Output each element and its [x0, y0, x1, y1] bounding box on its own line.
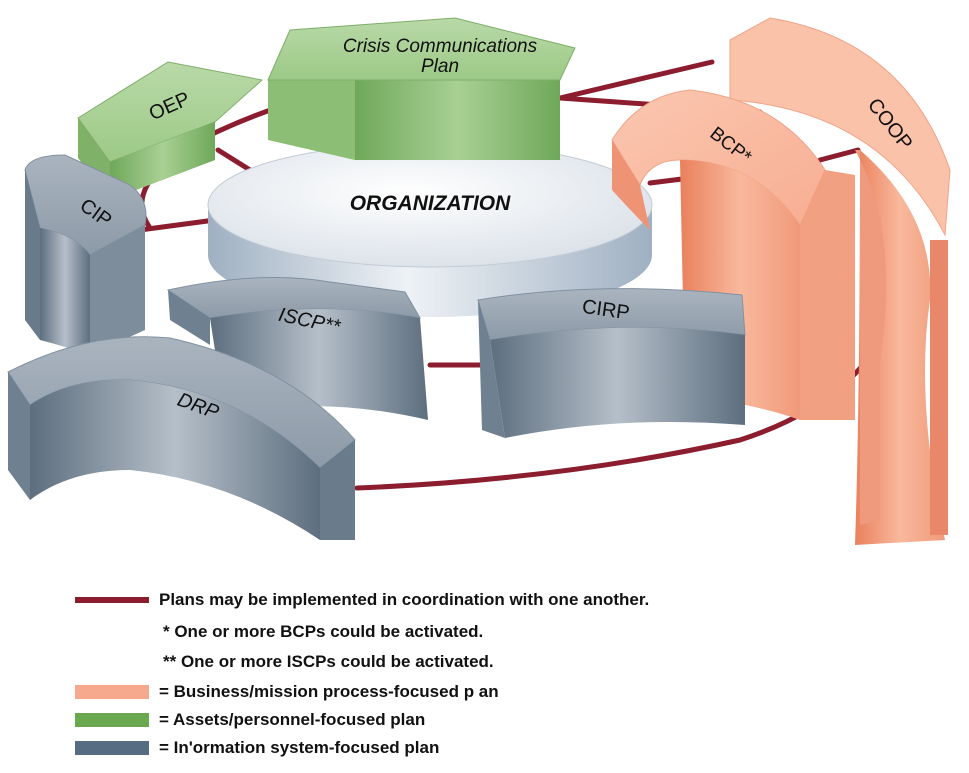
organization-cylinder [207, 142, 653, 317]
coop-segment [729, 17, 951, 545]
legend-note-iscp: ** One or more ISCPs could be activated. [163, 652, 494, 671]
connector-cip-center [137, 217, 218, 233]
crisis-communications-segment [267, 17, 576, 160]
legend-business-text: = Business/mission process-focused p an [159, 682, 499, 701]
legend-coordination-text: Plans may be implemented in coordination… [159, 590, 650, 609]
legend-info-row: = In'ormation system-focused plan [75, 736, 439, 760]
legend-connector-line [75, 597, 149, 603]
legend-business-swatch [75, 685, 149, 699]
legend-note-bcp: * One or more BCPs could be activated. [163, 622, 484, 641]
legend: Plans may be implemented in coordination… [0, 560, 969, 773]
organization-label: ORGANIZATION [350, 192, 511, 215]
legend-assets-text: = Assets/personnel-focused plan [159, 710, 426, 729]
cirp-segment [477, 288, 746, 438]
connector-oep-center [215, 147, 253, 173]
crisis-communications-label-line1: Crisis Communications [343, 36, 538, 57]
legend-assets-row: = Assets/personnel-focused plan [75, 708, 425, 732]
legend-coordination-row: Plans may be implemented in coordination… [75, 588, 649, 612]
connector-coop-bcp [817, 147, 861, 163]
oep-segment [77, 61, 264, 200]
legend-info-text: = In'ormation system-focused plan [159, 738, 440, 757]
legend-info-swatch [75, 741, 149, 755]
drp-segment [7, 336, 356, 540]
cip-segment [24, 154, 147, 355]
legend-business-row: = Business/mission process-focused p an [75, 680, 499, 704]
plan-relationship-diagram: ORGANIZATION OEP Crisis Communications P… [7, 17, 951, 545]
legend-assets-swatch [75, 713, 149, 727]
crisis-communications-label-line2: Plan [421, 56, 459, 77]
